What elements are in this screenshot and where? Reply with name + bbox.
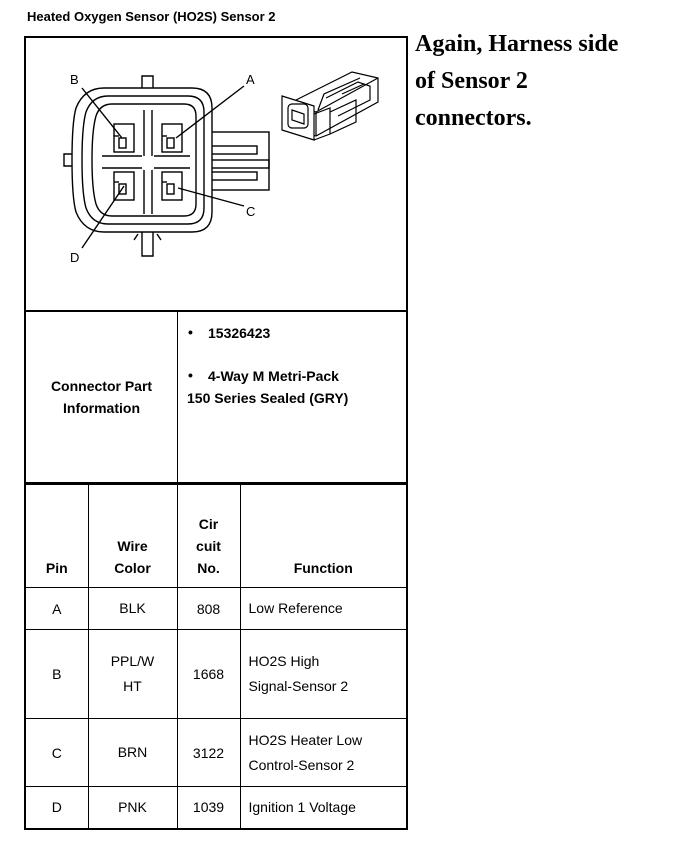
info-value-cell: • 15326423 • 4-Way M Metri-Pack 150 Seri… <box>178 312 406 482</box>
info-label-cell: Connector Part Information <box>26 312 178 482</box>
pin-label-d: D <box>70 250 79 265</box>
note-line-1: Again, Harness side <box>415 31 619 57</box>
table-row: A BLK 808 Low Reference <box>24 587 408 630</box>
pin-cell: A <box>24 587 89 630</box>
pin-label-b: B <box>70 72 79 87</box>
wire-color-cell: PNK <box>87 786 178 830</box>
circuit-cell: 3122 <box>176 718 241 787</box>
connector-part-info: Connector Part Information • 15326423 • … <box>24 312 408 484</box>
wire-color-cell: BLK <box>87 587 178 630</box>
pin-cell: D <box>24 786 89 830</box>
pin-label-a: A <box>246 72 255 87</box>
function-cell: Low Reference <box>239 587 408 630</box>
pin-label-c: C <box>246 204 255 219</box>
bullet-2: • <box>188 367 193 383</box>
note-line-3: connectors. <box>415 105 532 131</box>
part-number: 15326423 <box>208 325 271 341</box>
note-line-2: of Sensor 2 <box>415 68 528 94</box>
annotation-note: Again, Harness side of Sensor 2 connecto… <box>415 26 670 137</box>
pin-cell: B <box>24 629 89 719</box>
circuit-cell: 1039 <box>176 786 241 830</box>
header-function: Function <box>239 484 408 588</box>
info-label-line-2: Information <box>63 400 140 416</box>
page-title: Heated Oxygen Sensor (HO2S) Sensor 2 <box>27 9 276 24</box>
connector-type-line-2: 150 Series Sealed (GRY) <box>187 390 349 406</box>
info-label-line-1: Connector Part <box>50 378 153 394</box>
connector-diagram: B A C D <box>63 71 379 265</box>
wire-color-cell: BRN <box>87 718 178 787</box>
bullet-1: • <box>188 324 193 340</box>
circuit-cell: 1668 <box>176 629 241 719</box>
pin-cell: C <box>24 718 89 787</box>
connector-diagram-panel: B A C D <box>24 36 408 312</box>
circuit-cell: 808 <box>176 587 241 630</box>
header-pin: Pin <box>24 484 89 588</box>
connector-type-line-1: 4-Way M Metri-Pack <box>208 368 339 384</box>
function-cell: Ignition 1 Voltage <box>239 786 408 830</box>
table-row: D PNK 1039 Ignition 1 Voltage <box>24 786 408 830</box>
